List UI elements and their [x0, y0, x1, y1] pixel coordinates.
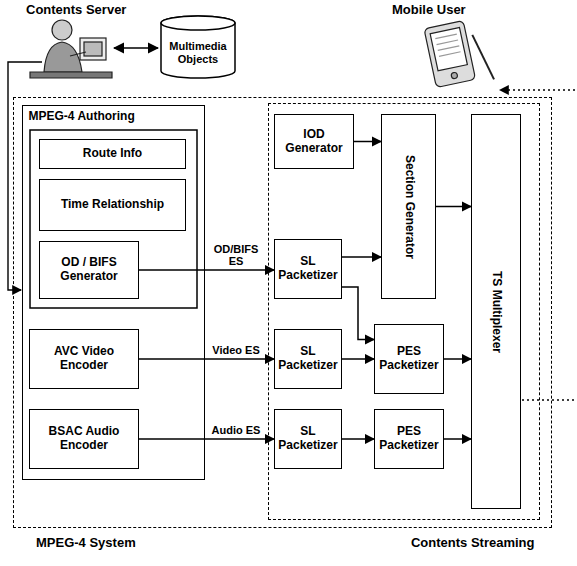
- storage-cylinder: Multimedia Objects: [160, 15, 236, 79]
- flow-arrow: [342, 358, 374, 360]
- node-text: MPEG-4 System: [36, 535, 136, 550]
- node-text: PES Packetizer: [378, 425, 440, 453]
- packetizer-box: SL Packetizer: [274, 239, 342, 299]
- node-text: IOD Generator: [278, 128, 350, 156]
- packetizer-box: SL Packetizer: [274, 329, 342, 389]
- node-text: SL Packetizer: [278, 345, 338, 373]
- node-text: Route Info: [83, 147, 142, 161]
- node-text: SL Packetizer: [278, 255, 338, 283]
- flow-arrow: [436, 206, 471, 208]
- pda-icon: [424, 17, 494, 92]
- authoring-box: MPEG-4 AuthoringRoute InfoTime Relations…: [22, 105, 205, 480]
- stream-label: Video ES: [207, 344, 265, 356]
- mobile-link: [500, 89, 575, 90]
- flow-arrow: [354, 141, 381, 143]
- node-text: MPEG-4 Authoring: [29, 109, 135, 123]
- server-person-icon: [30, 20, 112, 78]
- stream-label: OD/BIFS ES: [207, 243, 265, 267]
- encoder-box: AVC Video Encoder: [29, 329, 139, 389]
- node-text: Contents Streaming: [411, 535, 535, 550]
- node-text: OD / BIFS Generator: [43, 256, 135, 284]
- flow-arrow: [139, 269, 274, 271]
- process-box: Time Relationship: [39, 179, 186, 231]
- packetizer-box: PES Packetizer: [374, 409, 444, 469]
- node-text: TS Multiplexer: [489, 270, 503, 352]
- flow-arrow: [139, 438, 274, 440]
- actor-label: Contents Server: [26, 2, 126, 17]
- flow-arrow: [139, 358, 274, 360]
- server-storage-link: [114, 47, 158, 49]
- node-text: SL Packetizer: [278, 425, 338, 453]
- node-text: BSAC Audio Encoder: [33, 425, 135, 453]
- node-text: AVC Video Encoder: [33, 345, 135, 373]
- process-box: IOD Generator: [274, 114, 354, 169]
- flow-arrow: [342, 256, 381, 258]
- authoring-group-box: [30, 130, 197, 308]
- encoder-box: BSAC Audio Encoder: [29, 409, 139, 469]
- flow-arrow: [342, 438, 374, 440]
- actor-label: Mobile User: [392, 2, 466, 17]
- node-text: Section Generator: [402, 154, 416, 258]
- node-text: Multimedia Objects: [163, 40, 233, 65]
- node-text: Time Relationship: [61, 198, 164, 212]
- process-box: OD / BIFS Generator: [39, 241, 139, 299]
- flow-arrow: [342, 287, 374, 339]
- section-box: Section Generator: [381, 114, 436, 299]
- broadcast-link: [522, 399, 575, 400]
- streaming-boundary: Contents StreamingIOD GeneratorSection G…: [268, 103, 540, 520]
- process-box: Route Info: [39, 139, 186, 169]
- packetizer-box: PES Packetizer: [374, 324, 444, 394]
- node-text: PES Packetizer: [378, 345, 440, 373]
- multiplexer-box: TS Multiplexer: [471, 114, 521, 509]
- stream-label: Audio ES: [207, 424, 265, 436]
- flow-arrow: [444, 358, 471, 360]
- system-boundary: MPEG-4 SystemMPEG-4 AuthoringRoute InfoT…: [13, 97, 552, 528]
- packetizer-box: SL Packetizer: [274, 409, 342, 469]
- flow-arrow: [444, 438, 471, 440]
